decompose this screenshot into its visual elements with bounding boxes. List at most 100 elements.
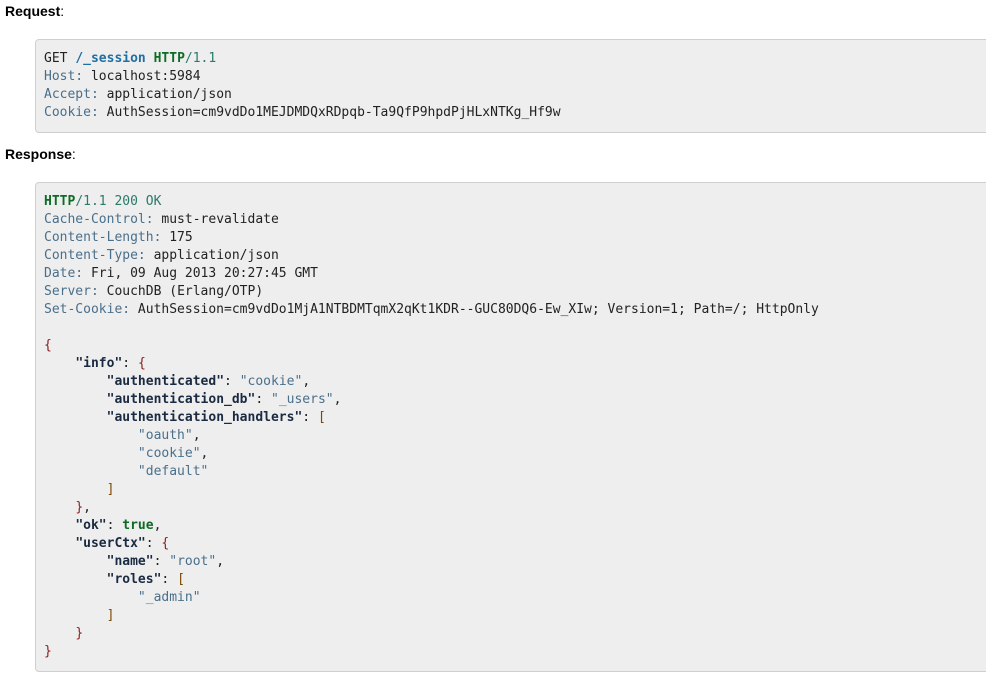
code-token: localhost:5984 bbox=[83, 69, 201, 84]
code-token: "ok" bbox=[75, 518, 107, 533]
code-token: CouchDB (Erlang/OTP) bbox=[98, 284, 264, 299]
code-token: Content-Length: bbox=[44, 230, 162, 245]
code-token: } bbox=[75, 500, 84, 515]
code-line: "default" bbox=[44, 463, 986, 481]
code-line: "cookie", bbox=[44, 445, 986, 463]
code-line bbox=[44, 319, 986, 337]
code-token bbox=[44, 608, 107, 623]
code-token bbox=[44, 392, 107, 407]
code-token: , bbox=[153, 518, 162, 533]
code-token: AuthSession=cm9vdDo1MjA1NTBDMTqmX2qKt1KD… bbox=[130, 302, 819, 317]
code-token: Cache-Control: bbox=[44, 212, 154, 227]
code-token: : bbox=[224, 374, 240, 389]
code-token: } bbox=[44, 644, 52, 659]
code-token: "info" bbox=[75, 356, 123, 371]
code-line: "authenticated": "cookie", bbox=[44, 373, 986, 391]
code-token: "authenticated" bbox=[106, 374, 225, 389]
code-line: "authentication_db": "_users", bbox=[44, 391, 986, 409]
code-token: , bbox=[192, 428, 201, 443]
code-token: "root" bbox=[169, 554, 217, 569]
code-token: Date: bbox=[44, 266, 84, 281]
code-token bbox=[44, 446, 138, 461]
code-line: Content-Length: 175 bbox=[44, 229, 986, 247]
code-line: Set-Cookie: AuthSession=cm9vdDo1MjA1NTBD… bbox=[44, 301, 986, 319]
code-token bbox=[44, 590, 138, 605]
code-token: ] bbox=[106, 608, 115, 623]
code-token bbox=[44, 536, 75, 551]
code-token bbox=[44, 554, 107, 569]
code-token: : bbox=[122, 356, 138, 371]
code-line: GET /_session HTTP/1.1 bbox=[44, 50, 986, 68]
code-token: "oauth" bbox=[137, 428, 193, 443]
code-token: must-revalidate bbox=[153, 212, 279, 227]
code-token: Fri, 09 Aug 2013 20:27:45 GMT bbox=[83, 266, 318, 281]
code-token: Server: bbox=[44, 284, 99, 299]
code-token: : bbox=[106, 518, 123, 533]
code-token: { bbox=[137, 356, 146, 371]
code-line: "_admin" bbox=[44, 589, 986, 607]
code-token: , bbox=[333, 392, 342, 407]
code-token: "authentication_handlers" bbox=[106, 410, 303, 425]
code-token: application/json bbox=[145, 248, 279, 263]
code-token bbox=[44, 482, 107, 497]
code-token: "_users" bbox=[271, 392, 334, 407]
code-token: : bbox=[302, 410, 318, 425]
code-token: , bbox=[302, 374, 311, 389]
code-token bbox=[44, 374, 107, 389]
code-token: Set-Cookie: bbox=[44, 302, 131, 317]
code-token: "authentication_db" bbox=[106, 392, 256, 407]
code-line: Server: CouchDB (Erlang/OTP) bbox=[44, 283, 986, 301]
code-token bbox=[146, 51, 154, 66]
code-line: "authentication_handlers": [ bbox=[44, 409, 986, 427]
code-token: AuthSession=cm9vdDo1MEJDMDQxRDpqb-Ta9QfP… bbox=[98, 105, 561, 120]
code-line: } bbox=[44, 625, 986, 643]
code-line: Cookie: AuthSession=cm9vdDo1MEJDMDQxRDpq… bbox=[44, 104, 986, 122]
code-token: : bbox=[145, 536, 162, 551]
code-line: Content-Type: application/json bbox=[44, 247, 986, 265]
code-line: }, bbox=[44, 499, 986, 517]
request-heading: Request: bbox=[5, 3, 65, 19]
code-token: "name" bbox=[106, 554, 154, 569]
request-label: Request bbox=[5, 3, 61, 19]
code-token: { bbox=[44, 338, 52, 353]
code-line: "userCtx": { bbox=[44, 535, 986, 553]
code-token: HTTP bbox=[153, 51, 185, 66]
code-line: Cache-Control: must-revalidate bbox=[44, 211, 986, 229]
code-token: "cookie" bbox=[239, 374, 303, 389]
code-token: , bbox=[83, 500, 91, 515]
response-label: Response bbox=[5, 146, 72, 162]
code-token: Host: bbox=[44, 69, 84, 84]
code-token: Accept: bbox=[44, 87, 99, 102]
code-token: GET bbox=[44, 51, 76, 66]
code-line: "oauth", bbox=[44, 427, 986, 445]
code-token: , bbox=[216, 554, 225, 569]
code-token bbox=[44, 626, 75, 641]
response-heading: Response: bbox=[5, 146, 76, 162]
code-token: /_session bbox=[75, 51, 146, 66]
code-token: 175 bbox=[161, 230, 193, 245]
code-line: "info": { bbox=[44, 355, 986, 373]
code-token bbox=[44, 518, 75, 533]
code-token: { bbox=[161, 536, 170, 551]
code-line: } bbox=[44, 643, 986, 661]
code-token: "userCtx" bbox=[75, 536, 146, 551]
code-token: Cookie: bbox=[44, 105, 99, 120]
code-token: "cookie" bbox=[137, 446, 201, 461]
code-token: application/json bbox=[98, 87, 232, 102]
code-token: } bbox=[75, 626, 84, 641]
code-line: Accept: application/json bbox=[44, 86, 986, 104]
code-token bbox=[44, 464, 138, 479]
code-line: { bbox=[44, 337, 986, 355]
code-token bbox=[44, 572, 107, 587]
code-line: ] bbox=[44, 607, 986, 625]
code-line: "roles": [ bbox=[44, 571, 986, 589]
code-token: "default" bbox=[137, 464, 209, 479]
code-line: ] bbox=[44, 481, 986, 499]
code-line: Date: Fri, 09 Aug 2013 20:27:45 GMT bbox=[44, 265, 986, 283]
code-token bbox=[44, 356, 75, 371]
code-token: [ bbox=[317, 410, 326, 425]
